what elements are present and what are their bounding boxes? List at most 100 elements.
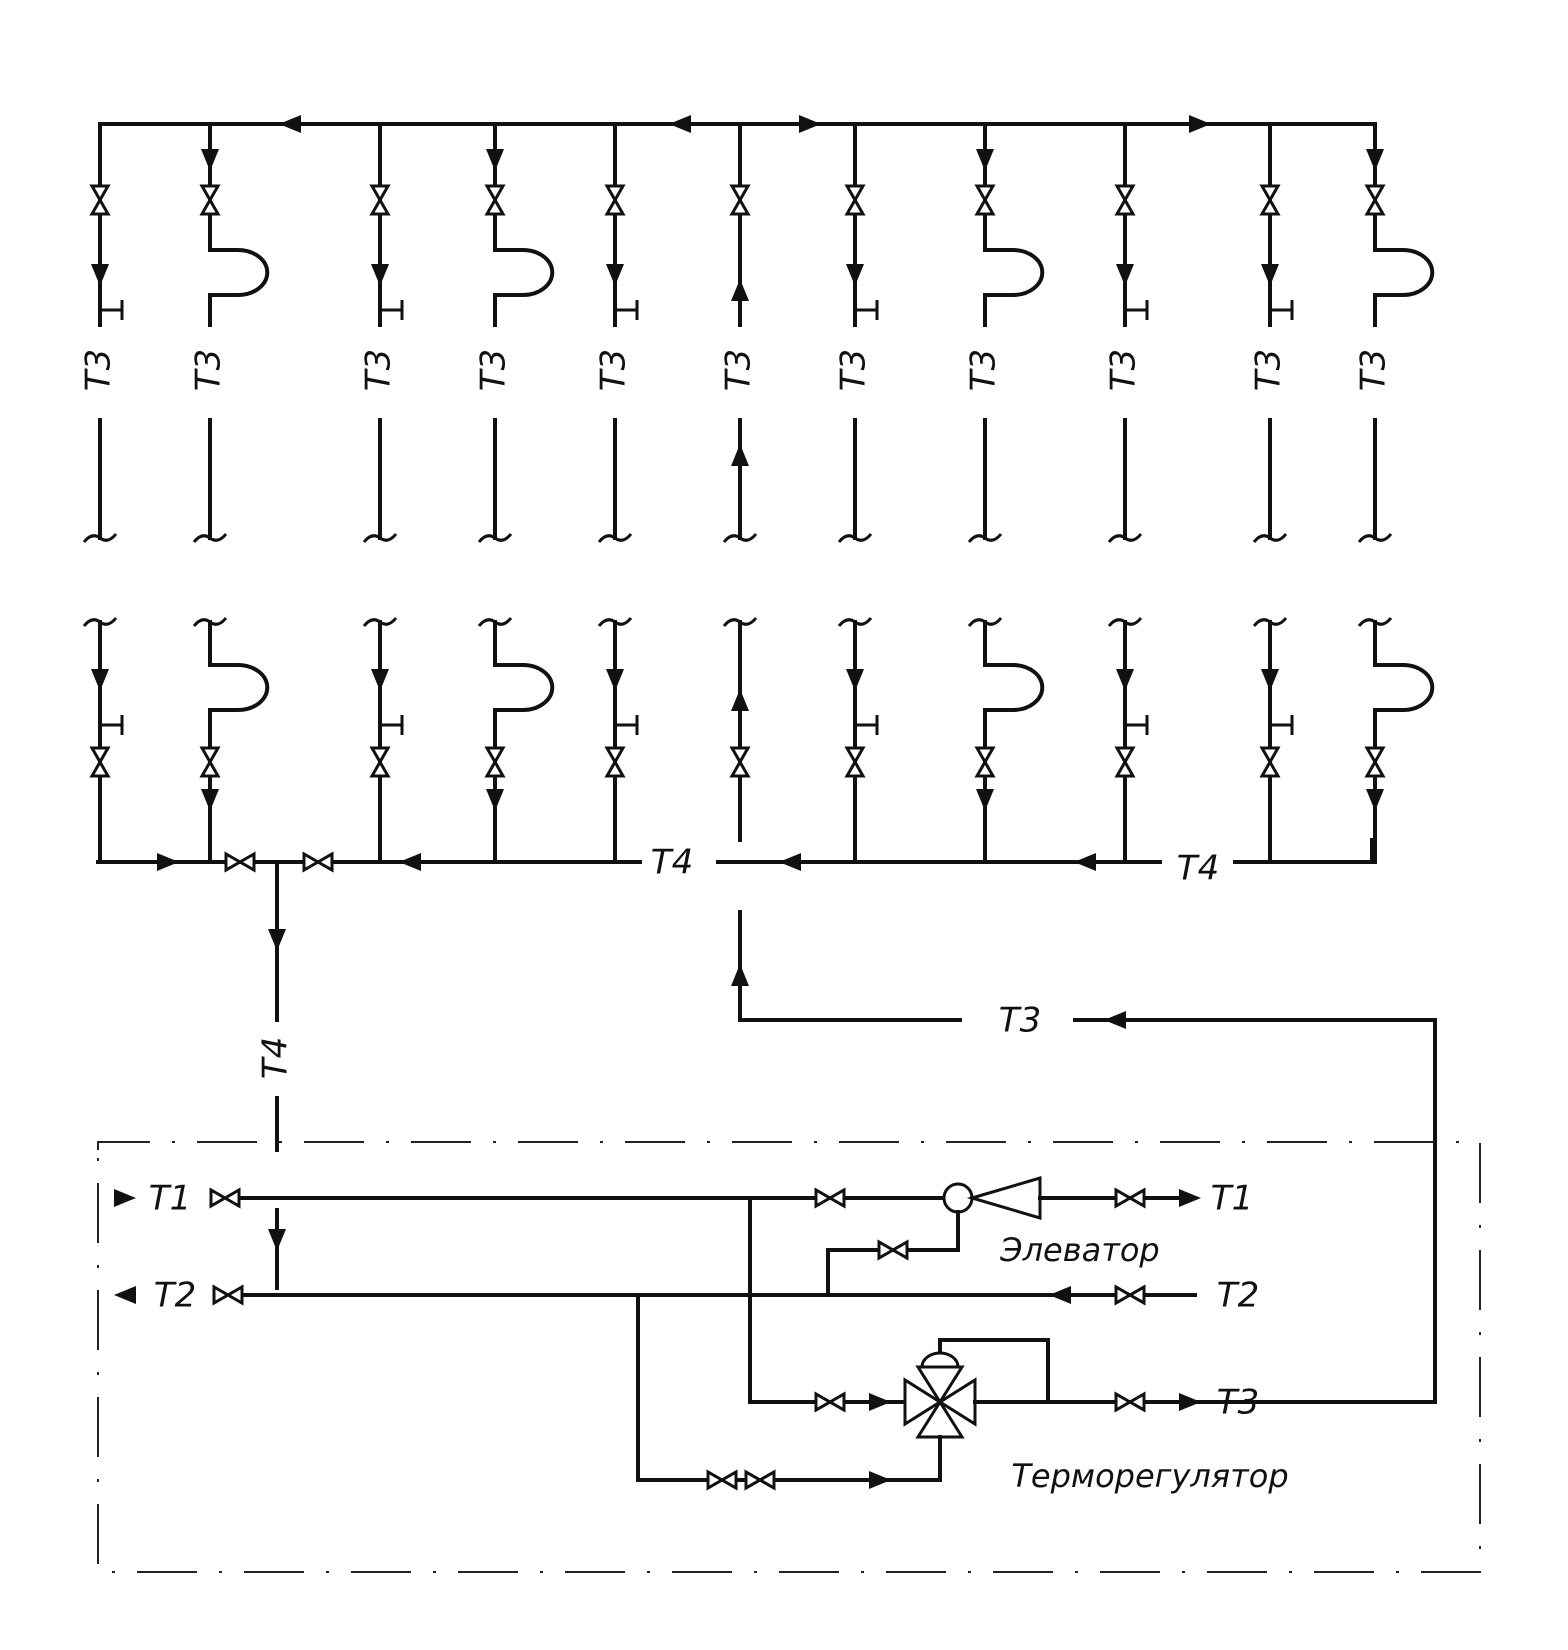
flow-arrow-up-icon xyxy=(731,964,749,986)
riser-3: Т3 xyxy=(359,122,404,864)
valve-icon xyxy=(369,184,391,216)
valve-icon xyxy=(484,746,506,778)
valve-icon xyxy=(604,184,626,216)
pipe-break-mark-icon xyxy=(722,533,758,543)
flow-arrow-down-icon xyxy=(268,929,286,951)
valve-icon xyxy=(1114,184,1136,216)
valve-icon xyxy=(729,746,751,778)
valve-icon xyxy=(844,184,866,216)
flow-arrow-down-icon xyxy=(846,264,864,286)
flow-arrow-up-icon xyxy=(731,689,749,711)
riser-label: Т3 xyxy=(474,349,514,391)
riser-6: Т3 xyxy=(719,122,759,842)
flow-arrow-right-icon xyxy=(1189,115,1211,133)
flow-arrow-right-icon xyxy=(1179,1189,1201,1207)
valve-icon xyxy=(974,746,996,778)
flow-arrow-down-icon xyxy=(846,669,864,691)
valve-icon xyxy=(89,184,111,216)
valve-icon xyxy=(209,1187,241,1209)
flow-arrow-right-icon xyxy=(114,1189,136,1207)
riser-2: Т3 xyxy=(189,122,270,864)
flow-arrow-down-icon xyxy=(371,264,389,286)
flow-arrow-down-icon xyxy=(486,149,504,171)
elevator-mixing-branch xyxy=(826,1210,960,1297)
valve-icon xyxy=(1364,184,1386,216)
pipe-break-mark-icon xyxy=(82,533,118,543)
valve-icon xyxy=(1114,746,1136,778)
valve-icon xyxy=(729,184,751,216)
t3-outlet-label: Т3 xyxy=(1217,1383,1259,1423)
t1-inlet-label: Т1 xyxy=(149,1179,191,1219)
valve-icon xyxy=(814,1187,846,1209)
valve-icon xyxy=(199,746,221,778)
pipe-break-mark-icon xyxy=(837,533,873,543)
valve-icon xyxy=(199,184,221,216)
riser-label: Т3 xyxy=(719,349,759,391)
valve-icon xyxy=(604,746,626,778)
riser-label: Т3 xyxy=(1249,349,1289,391)
draw-off-tap-icon xyxy=(855,715,879,735)
flow-arrow-down-icon xyxy=(606,669,624,691)
riser-10: Т3 xyxy=(1249,122,1294,864)
t1-outlet-label: Т1 xyxy=(1211,1179,1253,1219)
towel-dryer-loop-lower xyxy=(208,620,270,864)
valve-icon xyxy=(484,184,506,216)
riser-7: Т3 xyxy=(834,122,879,864)
flow-arrow-down-icon xyxy=(91,264,109,286)
riser-11: Т3 xyxy=(1354,122,1435,864)
riser-label: Т3 xyxy=(189,349,229,391)
pipe-break-mark-icon xyxy=(362,533,398,543)
flow-arrow-up-icon xyxy=(731,279,749,301)
flow-arrow-down-icon xyxy=(201,149,219,171)
riser-4: Т3 xyxy=(474,122,555,864)
flow-arrow-right-icon xyxy=(1179,1393,1201,1411)
riser-5: Т3 xyxy=(594,122,639,864)
towel-dryer-loop xyxy=(1373,248,1435,327)
valve-icon xyxy=(974,184,996,216)
valve-icon xyxy=(1114,1284,1146,1306)
t3-loop-label: Т3 xyxy=(999,1001,1041,1041)
riser-8: Т3 xyxy=(964,122,1045,864)
t4-down-label: Т4 xyxy=(256,1037,296,1079)
draw-off-tap-icon xyxy=(1125,715,1149,735)
flow-arrow-left-icon xyxy=(669,115,691,133)
draw-off-tap-icon xyxy=(1270,715,1294,735)
t4-main-label-left: Т4 xyxy=(651,843,693,883)
valve-icon xyxy=(1114,1391,1146,1413)
flow-arrow-down-icon xyxy=(268,1229,286,1251)
draw-off-tap-icon xyxy=(380,300,404,320)
flow-arrow-down-icon xyxy=(606,264,624,286)
valve-icon xyxy=(706,1469,738,1491)
flow-arrow-right-icon xyxy=(157,853,179,871)
riser-label: Т3 xyxy=(1354,349,1394,391)
towel-dryer-loop-lower xyxy=(1373,620,1435,864)
flow-arrow-down-icon xyxy=(1116,669,1134,691)
draw-off-tap-icon xyxy=(100,300,124,320)
valve-icon xyxy=(844,746,866,778)
t4-main-label-right: Т4 xyxy=(1177,849,1219,889)
t2-inlet-label: Т2 xyxy=(1217,1276,1259,1316)
thermostat-valve-icon xyxy=(903,1351,977,1439)
flow-arrow-right-icon xyxy=(799,115,821,133)
valve-icon xyxy=(877,1239,909,1261)
thermostat-actuator-icon xyxy=(920,1351,960,1368)
draw-off-tap-icon xyxy=(100,715,124,735)
draw-off-tap-icon xyxy=(615,300,639,320)
riser-label: Т3 xyxy=(834,349,874,391)
towel-dryer-loop xyxy=(493,248,555,327)
thermostat-label: Терморегулятор xyxy=(1011,1457,1288,1495)
flow-arrow-down-icon xyxy=(1116,264,1134,286)
towel-dryer-loop xyxy=(983,248,1045,327)
pipe-break-mark-icon xyxy=(1357,533,1393,543)
thermostat-bypass-pipe xyxy=(938,1338,1050,1404)
t2-outlet-label: Т2 xyxy=(154,1276,196,1316)
valve-icon xyxy=(1114,1187,1146,1209)
flow-arrow-down-icon xyxy=(1261,669,1279,691)
flow-arrow-down-icon xyxy=(1261,264,1279,286)
flow-arrow-left-icon xyxy=(779,853,801,871)
flow-arrow-left-icon xyxy=(114,1286,136,1304)
pipe-break-mark-icon xyxy=(967,533,1003,543)
flow-arrow-up-icon xyxy=(731,444,749,466)
